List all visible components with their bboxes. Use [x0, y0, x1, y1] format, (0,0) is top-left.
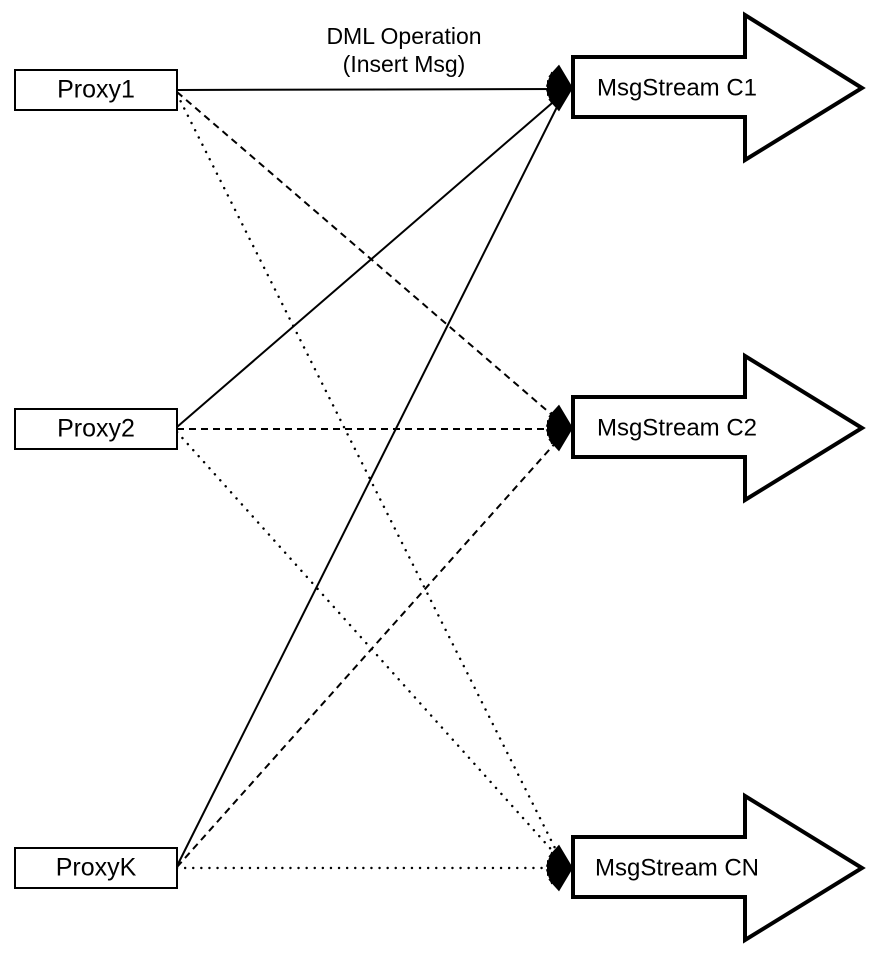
- arrowhead-tip: [548, 428, 573, 452]
- stream-arrow-label: MsgStream C1: [597, 74, 757, 101]
- stream-arrow-label: MsgStream CN: [595, 854, 759, 881]
- source-node-label: ProxyK: [56, 854, 137, 882]
- arrowhead-cluster-head-c2: [545, 404, 573, 452]
- stream-arrow-c2[interactable]: MsgStream C2: [571, 352, 866, 504]
- source-node-proxy1[interactable]: Proxy1: [14, 69, 178, 111]
- source-node-box[interactable]: [14, 408, 178, 450]
- arrowhead-cluster-head-cn: [545, 844, 573, 892]
- arrowhead-tip: [548, 88, 573, 112]
- stream-arrow-shape[interactable]: [571, 792, 866, 944]
- edge-caption-group: DML Operation (Insert Msg): [326, 23, 481, 77]
- edge-proxyk-c1: [176, 92, 565, 867]
- arrowhead-tip: [548, 64, 573, 88]
- target-nodes-layer: MsgStream C1 MsgStream C2 MsgStream CN: [571, 11, 866, 944]
- stream-arrow-cn[interactable]: MsgStream CN: [571, 792, 866, 944]
- caption-line-2: (Insert Msg): [343, 51, 466, 77]
- arrowheads-layer: [545, 64, 573, 892]
- caption-line-1: DML Operation: [326, 23, 481, 49]
- stream-arrow-label: MsgStream C2: [597, 414, 757, 441]
- source-node-box[interactable]: [14, 847, 178, 889]
- arrowhead-tip: [548, 868, 573, 892]
- source-node-box[interactable]: [14, 69, 178, 111]
- stream-arrow-shape[interactable]: [571, 11, 866, 164]
- source-node-label: Proxy1: [57, 76, 135, 104]
- arrowhead-tip: [548, 404, 573, 428]
- stream-arrow-c1[interactable]: MsgStream C1: [571, 11, 866, 164]
- edge-proxy2-c1: [176, 90, 567, 428]
- edge-proxy1-c1: [176, 88, 569, 91]
- stream-arrow-shape[interactable]: [571, 352, 866, 504]
- source-node-label: Proxy2: [57, 415, 135, 443]
- edge-proxyk-c2: [176, 430, 567, 868]
- source-node-proxy2[interactable]: Proxy2: [14, 408, 178, 450]
- source-node-proxyk[interactable]: ProxyK: [14, 847, 178, 889]
- arrowhead-tip: [548, 844, 573, 868]
- arrowhead-cluster-head-c1: [545, 64, 573, 112]
- edges-layer: [175, 88, 570, 870]
